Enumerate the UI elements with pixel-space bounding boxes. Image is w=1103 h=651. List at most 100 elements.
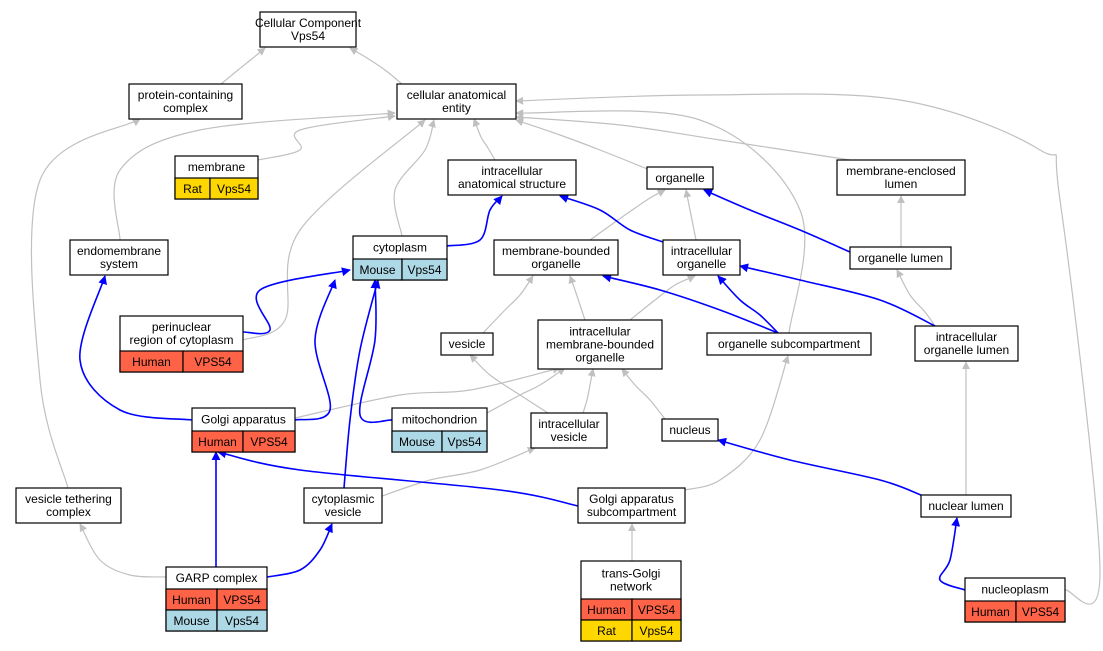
node-label-line: Golgi apparatus [589, 492, 674, 506]
node-label-line: nuclear lumen [928, 499, 1003, 513]
node-box [920, 494, 1012, 518]
edge-golgi-to-cytoplasm [294, 279, 337, 421]
edge-nucleoplasm-to-nl [938, 517, 966, 591]
gene-label: VPS54 [638, 603, 676, 617]
edge-iv-to-imbo [582, 368, 596, 414]
species-label: Human [132, 355, 171, 369]
node-vesicle[interactable]: vesicle [440, 332, 494, 356]
node-label-line: endomembrane [77, 244, 161, 258]
node-label-line: intracellular [671, 244, 732, 258]
node-box [440, 332, 494, 356]
gene-cell [631, 619, 682, 642]
node-label-line: organelle [655, 171, 705, 185]
node-box [259, 11, 357, 48]
node-box [706, 332, 872, 356]
node-label-line: organelle [677, 257, 727, 271]
node-box [661, 418, 719, 442]
edge-nl-to-nucleus [717, 437, 922, 496]
node-osub[interactable]: organelle subcompartment [706, 332, 872, 356]
node-nucleus[interactable]: nucleus [661, 418, 719, 442]
node-label-line: vesicle tethering [25, 492, 112, 506]
node-label-line: network [610, 580, 653, 594]
gene-cell [441, 430, 488, 453]
edges-layer [30, 47, 1101, 605]
species-label: Mouse [399, 435, 435, 449]
node-label-line: lumen [885, 177, 918, 191]
edge-io-to-ias [559, 194, 664, 243]
node-label-line: intracellular [936, 330, 997, 344]
node-label-line: membrane-bounded [546, 338, 654, 352]
edge-mel-to-cae [515, 113, 851, 161]
edge-cytoplasm-to-cae [393, 119, 436, 237]
edge-osub-to-io [717, 275, 779, 334]
node-label-line: intracellular [538, 417, 599, 431]
node-box [914, 325, 1019, 362]
gene-cell [209, 177, 259, 200]
node-box [537, 319, 663, 370]
node-nl[interactable]: nuclear lumen [920, 494, 1012, 518]
edge-perinuc-to-cae [242, 119, 426, 341]
node-label-line: Golgi apparatus [201, 413, 286, 427]
node-label-line: organelle subcompartment [718, 337, 861, 351]
edge-golgi-to-imbo [294, 365, 561, 419]
edge-osub-to-mbo [602, 273, 779, 334]
annotation-row-mouse: Mouse Vps54 [165, 609, 268, 632]
node-label-line: mitochondrion [402, 413, 477, 427]
node-organelle[interactable]: organelle [646, 166, 714, 190]
edge-osub-to-cae [515, 109, 806, 334]
species-label: Mouse [173, 614, 209, 628]
node-label-line: protein-containing [138, 88, 233, 102]
gene-label: Vps54 [225, 614, 259, 628]
node-label-line: trans-Golgi [602, 567, 661, 581]
node-ol[interactable]: organelle lumen [849, 246, 952, 270]
edge-io-to-organelle [683, 189, 697, 241]
gene-label: VPS54 [250, 435, 288, 449]
node-box [577, 487, 686, 524]
edge-mito-to-cytoplasm [358, 279, 393, 424]
node-label-line: vesicle [551, 430, 588, 444]
nodes-layer: Cellular ComponentVps54protein-containin… [15, 11, 1066, 642]
node-box [396, 83, 517, 120]
node-label-line: perinuclear [152, 320, 211, 334]
node-label-line: anatomical structure [458, 177, 566, 191]
edge-garp-to-vtc [79, 523, 167, 578]
node-label-line: Vps54 [291, 29, 325, 43]
node-label-line: organelle lumen [924, 343, 1009, 357]
species-label: Rat [183, 182, 202, 196]
edge-iol-to-io [739, 263, 936, 327]
node-label-line: cellular anatomical [407, 88, 506, 102]
gene-cell [401, 258, 448, 281]
node-label-line: Cellular Component [255, 16, 362, 30]
node-label-line: intracellular [569, 325, 630, 339]
node-box [646, 166, 714, 190]
node-box [662, 239, 741, 276]
node-label-line: nucleoplasm [981, 583, 1048, 597]
gene-label: Vps54 [217, 182, 251, 196]
